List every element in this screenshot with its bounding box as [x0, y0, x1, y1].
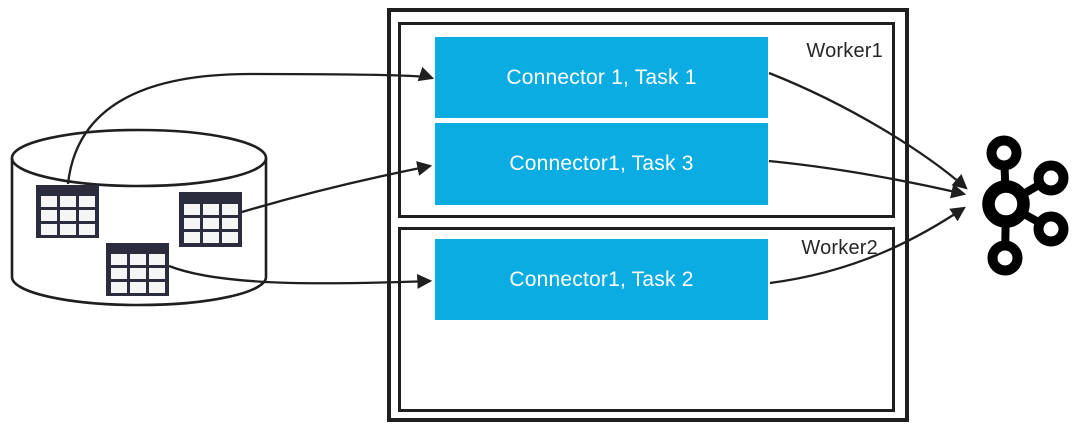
table-icon-2: [179, 192, 242, 247]
worker2-label: Worker2: [801, 237, 878, 259]
arrow-table1-to-task1: [66, 66, 435, 185]
task-box-connector1-task2: Connector1, Task 2: [435, 239, 768, 320]
table-icon-1: [36, 185, 99, 238]
task-box-connector1-task1: Connector 1, Task 1: [435, 37, 768, 118]
worker1-label: Worker1: [806, 40, 883, 62]
task-box-connector1-task3: Connector1, Task 3: [435, 123, 768, 205]
database-cylinder-icon: [10, 128, 268, 307]
task-label: Connector1, Task 2: [509, 267, 694, 291]
kafka-logo-icon: [982, 135, 1069, 276]
task-label: Connector 1, Task 1: [506, 65, 697, 89]
task-label: Connector1, Task 3: [509, 152, 694, 175]
table-icon-3: [106, 243, 169, 296]
